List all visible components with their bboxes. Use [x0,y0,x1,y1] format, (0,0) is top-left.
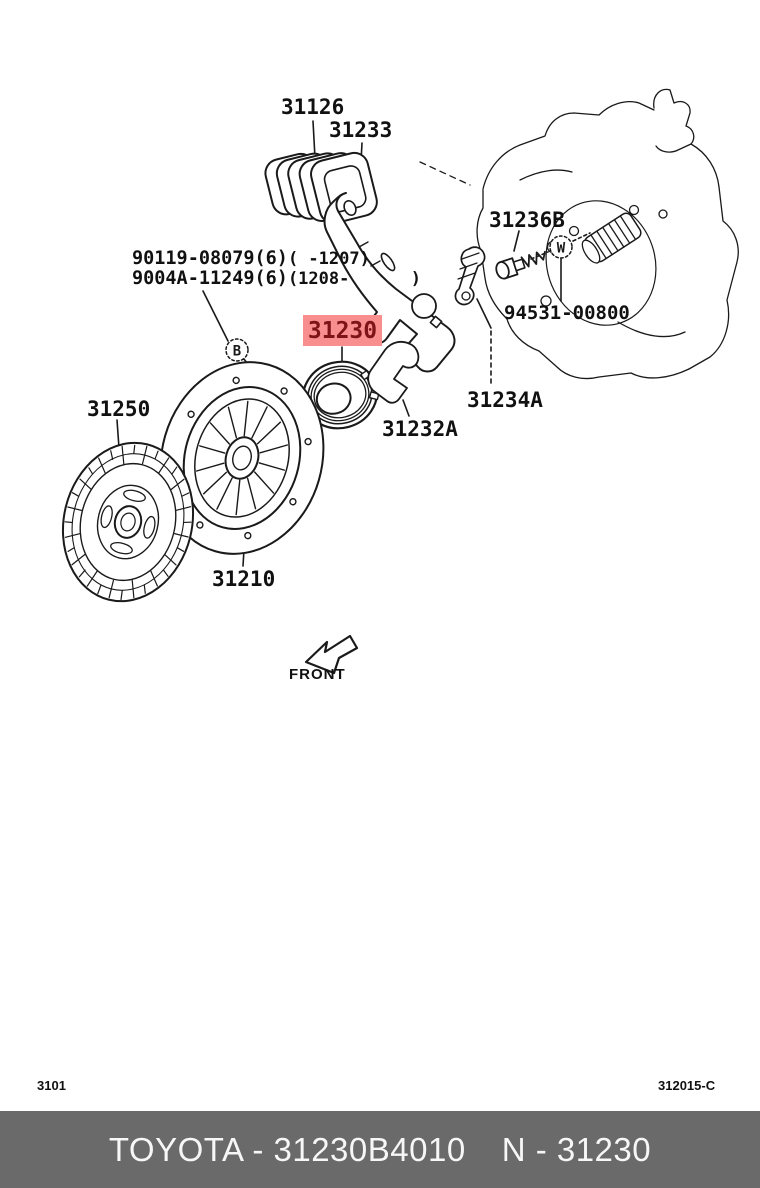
banner-part-ref: N - 31230 [501,1130,652,1168]
part-label-31250[interactable]: 31250 [87,397,151,421]
clutch-release-fork-drawing [323,192,456,373]
highlighted-part-label-31230[interactable]: 31230 [303,315,382,346]
part-label-31232A[interactable]: 31232A [382,417,458,441]
release-fork-pin-drawing [495,250,546,280]
figure-code-left: 3101 [37,1078,66,1093]
part-number: 9004A-11249(6) [132,268,288,289]
bolt-marker-icon: B [225,338,249,362]
part-number: 90119-08079(6) [132,248,288,269]
fitment-range: ( -1207) [287,249,370,269]
transmission-housing-drawing [419,88,739,380]
bearing-clip-drawing [367,340,420,404]
footer-banner: TOYOTA - 31230B4010 N - 31230 [0,1111,760,1188]
fitment-range: (1208- ) [287,269,421,289]
bolt-marker-letter: B [233,344,241,360]
fork-support-drawing [454,246,486,306]
part-label-9004A-11249[interactable]: 9004A-11249(6)(1208- ) [132,268,421,289]
input-shaft-drawing [581,212,642,264]
part-label-31234A[interactable]: 31234A [467,388,543,412]
washer-marker-letter: W [557,241,566,257]
part-label-31236B[interactable]: 31236B [489,208,565,232]
part-label-31210[interactable]: 31210 [212,567,276,591]
clutch-disc-drawing [61,441,195,603]
part-label-31233[interactable]: 31233 [329,118,393,142]
washer-marker-icon: W [549,235,573,259]
front-direction-label: FRONT [289,666,346,683]
part-label-31126[interactable]: 31126 [281,95,345,119]
part-label-94531-00800[interactable]: 94531-00800 [504,302,630,324]
figure-code-right: 312015-C [658,1078,716,1093]
banner-catalog-code: TOYOTA - 31230B4010 [108,1130,466,1168]
front-arrow-icon [304,634,359,675]
release-bearing-drawing [302,360,380,430]
part-label-90119-08079[interactable]: 90119-08079(6)( -1207) [132,248,370,269]
